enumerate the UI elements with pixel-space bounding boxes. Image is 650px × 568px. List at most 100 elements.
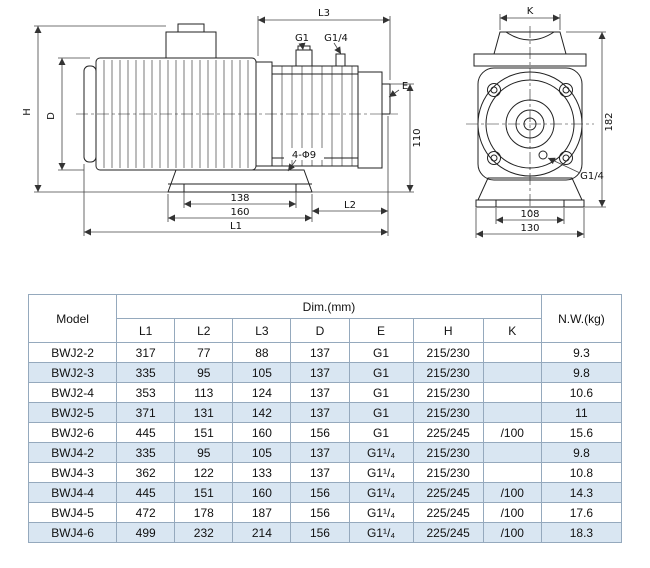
- value-cell: 105: [232, 362, 292, 383]
- value-cell: 232: [174, 522, 234, 543]
- holes-label-4-phi9: 4-Φ9: [292, 150, 316, 161]
- col-header-nw: N.W.(kg): [540, 294, 623, 343]
- value-cell: /100: [482, 502, 542, 523]
- model-cell: BWJ4-3: [27, 462, 118, 483]
- value-cell: G1¹/₄: [348, 502, 414, 523]
- value-cell: 17.6: [540, 502, 623, 523]
- value-cell: 137: [290, 402, 350, 423]
- value-cell: 445: [116, 422, 176, 443]
- port-label-g1: G1: [295, 33, 309, 44]
- value-cell: G1¹/₄: [348, 522, 414, 543]
- dim-label-182: 182: [604, 112, 615, 131]
- value-cell: 362: [116, 462, 176, 483]
- value-cell: /100: [482, 482, 542, 503]
- dim-label-l1: L1: [230, 221, 242, 232]
- value-cell: 95: [174, 362, 234, 383]
- pump-drawing: H D L3 G1 G1/4 E 110 4-Φ9 138 160 L2 L1 …: [22, 6, 615, 238]
- value-cell: 156: [290, 482, 350, 503]
- value-cell: 371: [116, 402, 176, 423]
- dim-label-l2: L2: [344, 200, 356, 211]
- value-cell: 156: [290, 502, 350, 523]
- dim-label-e: E: [402, 81, 408, 92]
- front-view: [466, 26, 594, 214]
- value-cell: 11: [540, 402, 623, 423]
- model-cell: BWJ4-4: [27, 482, 118, 503]
- value-cell: 499: [116, 522, 176, 543]
- value-cell: 131: [174, 402, 234, 423]
- terminal-box: [165, 23, 217, 59]
- value-cell: 215/230: [412, 462, 484, 483]
- value-cell: 137: [290, 462, 350, 483]
- value-cell: 225/245: [412, 502, 484, 523]
- port-label-g1-4-top: G1/4: [324, 33, 348, 44]
- value-cell: 215/230: [412, 402, 484, 423]
- value-cell: [482, 382, 542, 403]
- value-cell: G1: [348, 382, 414, 403]
- model-cell: BWJ2-6: [27, 422, 118, 443]
- value-cell: /100: [482, 422, 542, 443]
- value-cell: 156: [290, 422, 350, 443]
- dim-label-d: D: [46, 112, 57, 120]
- col-header-l1: L1: [116, 318, 176, 343]
- value-cell: 122: [174, 462, 234, 483]
- dim-label-160: 160: [230, 207, 249, 218]
- col-header-dim-group: Dim.(mm): [116, 294, 542, 319]
- value-cell: 151: [174, 422, 234, 443]
- value-cell: 15.6: [540, 422, 623, 443]
- value-cell: 10.6: [540, 382, 623, 403]
- value-cell: /100: [482, 522, 542, 543]
- value-cell: [482, 462, 542, 483]
- value-cell: 215/230: [412, 362, 484, 383]
- value-cell: 335: [116, 442, 176, 463]
- dim-label-110: 110: [412, 128, 423, 147]
- value-cell: 9.8: [540, 362, 623, 383]
- value-cell: 445: [116, 482, 176, 503]
- value-cell: 225/245: [412, 422, 484, 443]
- col-header-model: Model: [27, 294, 118, 343]
- drain-plug: [538, 150, 548, 160]
- col-header-l2: L2: [174, 318, 234, 343]
- side-view: [76, 23, 398, 193]
- technical-drawing: H D L3 G1 G1/4 E 110 4-Φ9 138 160 L2 L1 …: [0, 2, 650, 280]
- value-cell: G1: [348, 342, 414, 363]
- dim-label-138: 138: [230, 193, 249, 204]
- port-label-g1-4-front: G1/4: [580, 171, 604, 182]
- model-cell: BWJ2-2: [27, 342, 118, 363]
- value-cell: G1¹/₄: [348, 442, 414, 463]
- dim-label-k: K: [527, 6, 534, 17]
- value-cell: 88: [232, 342, 292, 363]
- col-header-d: D: [290, 318, 350, 343]
- col-header-k: K: [482, 318, 542, 343]
- value-cell: 137: [290, 382, 350, 403]
- value-cell: [482, 442, 542, 463]
- value-cell: G1: [348, 362, 414, 383]
- value-cell: 113: [174, 382, 234, 403]
- col-header-h: H: [412, 318, 484, 343]
- value-cell: [482, 342, 542, 363]
- value-cell: G1¹/₄: [348, 482, 414, 503]
- value-cell: G1: [348, 422, 414, 443]
- value-cell: 137: [290, 342, 350, 363]
- dimension-lines: [34, 14, 606, 238]
- value-cell: 317: [116, 342, 176, 363]
- value-cell: 133: [232, 462, 292, 483]
- value-cell: 14.3: [540, 482, 623, 503]
- value-cell: 215/230: [412, 442, 484, 463]
- dim-label-l3: L3: [318, 8, 330, 19]
- value-cell: 225/245: [412, 482, 484, 503]
- value-cell: G1¹/₄: [348, 462, 414, 483]
- col-header-l3: L3: [232, 318, 292, 343]
- value-cell: 215/230: [412, 342, 484, 363]
- value-cell: 9.8: [540, 442, 623, 463]
- model-cell: BWJ2-5: [27, 402, 118, 423]
- value-cell: [482, 402, 542, 423]
- value-cell: 353: [116, 382, 176, 403]
